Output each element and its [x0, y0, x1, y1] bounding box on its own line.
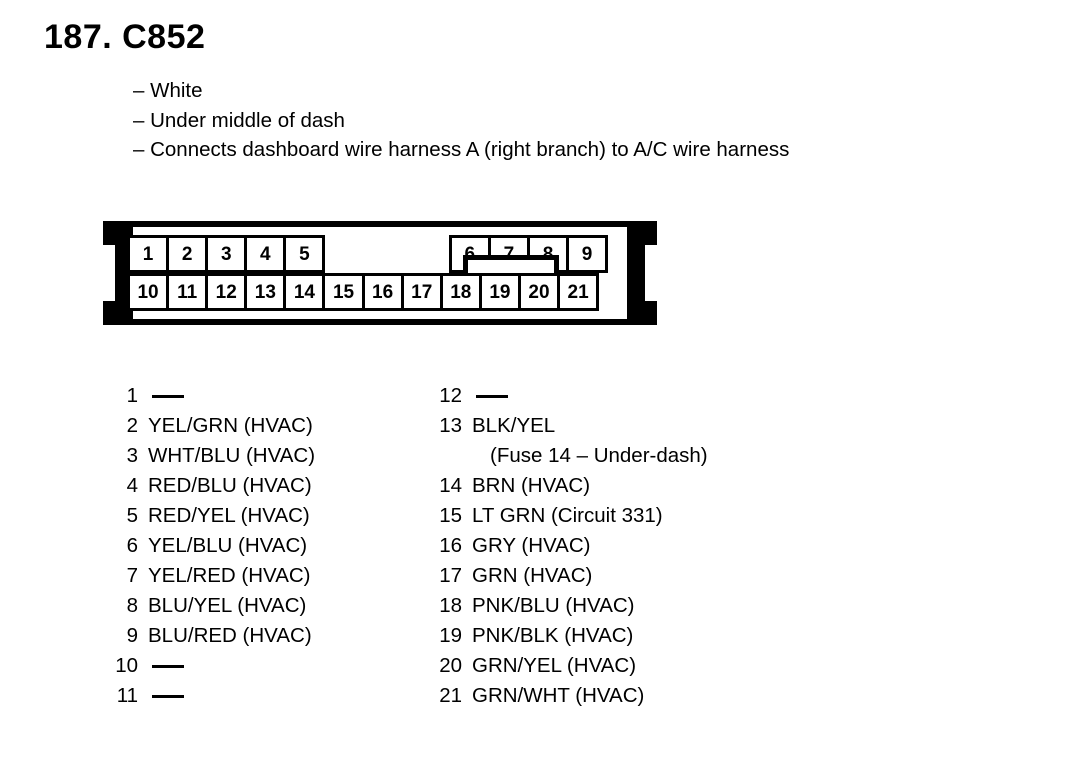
connector-diagram: 1 2 3 4 5 6 7 8 9 10 11 12 13 14 15 16 1…: [103, 221, 657, 325]
legend-row-pin-15: 15 LT GRN (Circuit 331): [432, 501, 708, 531]
legend-row-pin-4: 4 RED/BLU (HVAC): [108, 471, 315, 501]
pin-cell-9[interactable]: 9: [566, 235, 609, 273]
legend-pin-number: 19: [439, 624, 462, 647]
legend-pin-desc: BLU/YEL (HVAC): [148, 594, 307, 617]
legend-pin-number: 18: [439, 594, 462, 617]
connector-description-list: – White – Under middle of dash – Connect…: [133, 76, 789, 165]
description-line-connects: – Connects dashboard wire harness A (rig…: [133, 138, 790, 161]
legend-row-pin-8: 8 BLU/YEL (HVAC): [108, 591, 315, 621]
legend-row-pin-20: 20 GRN/YEL (HVAC): [432, 651, 708, 681]
pin-cell-14[interactable]: 14: [283, 273, 326, 311]
legend-pin-desc: GRN/YEL (HVAC): [472, 654, 637, 677]
legend-pin-desc: RED/YEL (HVAC): [148, 504, 310, 527]
legend-pin-number: 20: [439, 654, 462, 677]
pin-cell-17[interactable]: 17: [400, 273, 443, 311]
legend-row-pin-2: 2 YEL/GRN (HVAC): [108, 411, 315, 441]
pin-cell-3[interactable]: 3: [205, 235, 248, 273]
legend-blank-dash: [152, 394, 184, 398]
description-line-location: – Under middle of dash: [133, 108, 345, 132]
legend-pin-number: 16: [439, 534, 462, 557]
legend-pin-number: 8: [126, 594, 138, 617]
pin-legend-right-column: 12 13 BLK/YEL (Fuse 14 – Under-dash) 14 …: [432, 381, 708, 711]
legend-row-pin-9: 9 BLU/RED (HVAC): [108, 621, 315, 651]
pin-cell-12[interactable]: 12: [205, 273, 248, 311]
legend-pin-number: 7: [126, 564, 138, 587]
legend-pin-number: 15: [439, 504, 462, 527]
legend-row-pin-5: 5 RED/YEL (HVAC): [108, 501, 315, 531]
legend-pin-number: 12: [439, 384, 462, 407]
legend-pin-number: 2: [126, 414, 138, 437]
pin-cell-10[interactable]: 10: [127, 273, 170, 311]
legend-pin-desc: GRN (HVAC): [472, 564, 593, 587]
legend-row-pin-13: 13 BLK/YEL: [432, 411, 708, 441]
pin-cell-1[interactable]: 1: [127, 235, 170, 273]
legend-pin-number: 6: [126, 534, 138, 557]
description-line-color: – White: [133, 79, 203, 102]
legend-pin-desc: WHT/BLU (HVAC): [148, 444, 316, 467]
legend-pin-number: 13: [439, 414, 462, 437]
legend-row-pin-11: 11: [108, 681, 315, 711]
pin-cell-19[interactable]: 19: [478, 273, 521, 311]
legend-row-pin-3: 3 WHT/BLU (HVAC): [108, 441, 315, 471]
legend-row-pin-17: 17 GRN (HVAC): [432, 561, 708, 591]
pin-cell-20[interactable]: 20: [517, 273, 561, 311]
connector-ear-right-notch: [645, 245, 657, 301]
legend-pin-desc: PNK/BLK (HVAC): [472, 624, 634, 647]
pin-cell-11[interactable]: 11: [166, 273, 209, 311]
legend-row-pin-14: 14 BRN (HVAC): [432, 471, 708, 501]
connector-locking-tab: [463, 255, 559, 273]
legend-row-pin-7: 7 YEL/RED (HVAC): [108, 561, 315, 591]
legend-pin-desc: YEL/RED (HVAC): [148, 564, 311, 587]
legend-pin-number: 10: [115, 654, 138, 677]
connector-pin-row-bottom: 10 11 12 13 14 15 16 17 18 19 20 21: [127, 273, 600, 311]
legend-pin-desc: GRN/WHT (HVAC): [472, 684, 645, 707]
pin-cell-18[interactable]: 18: [439, 273, 482, 311]
pin-cell-6[interactable]: 6: [448, 235, 491, 273]
legend-pin-desc: YEL/GRN (HVAC): [148, 414, 313, 437]
legend-pin-13-continuation: (Fuse 14 – Under-dash): [490, 444, 708, 467]
legend-pin-desc: BRN (HVAC): [472, 474, 591, 497]
legend-pin-number: 4: [126, 474, 138, 497]
legend-pin-desc: RED/BLU (HVAC): [148, 474, 312, 497]
legend-blank-dash: [152, 694, 184, 698]
legend-row-pin-16: 16 GRY (HVAC): [432, 531, 708, 561]
legend-row-pin-1: 1: [108, 381, 315, 411]
legend-row-pin-18: 18 PNK/BLU (HVAC): [432, 591, 708, 621]
legend-pin-desc: YEL/BLU (HVAC): [148, 534, 308, 557]
connector-top-row-gap: [322, 235, 448, 273]
legend-row-pin-10: 10: [108, 651, 315, 681]
legend-row-pin-6: 6 YEL/BLU (HVAC): [108, 531, 315, 561]
legend-pin-number: 1: [126, 384, 138, 407]
pin-cell-2[interactable]: 2: [166, 235, 209, 273]
page-title: 187. C852: [44, 18, 206, 56]
legend-pin-number: 9: [126, 624, 138, 647]
legend-pin-number: 5: [126, 504, 138, 527]
legend-pin-desc: BLK/YEL: [472, 414, 556, 437]
legend-blank-dash: [152, 664, 184, 668]
legend-pin-desc: LT GRN (Circuit 331): [472, 504, 663, 527]
legend-pin-number: 14: [439, 474, 462, 497]
pin-legend-left-column: 1 2 YEL/GRN (HVAC) 3 WHT/BLU (HVAC) 4 RE…: [108, 381, 315, 711]
legend-pin-desc: GRY (HVAC): [472, 534, 591, 557]
legend-pin-desc: PNK/BLU (HVAC): [472, 594, 635, 617]
pin-cell-15[interactable]: 15: [322, 273, 365, 311]
legend-pin-number: 11: [116, 684, 138, 707]
legend-pin-desc: BLU/RED (HVAC): [148, 624, 312, 647]
pin-cell-13[interactable]: 13: [244, 273, 287, 311]
connector-ear-right: [627, 221, 657, 325]
pin-cell-21[interactable]: 21: [557, 273, 600, 311]
legend-row-pin-12: 12: [432, 381, 708, 411]
legend-pin-number: 21: [439, 684, 462, 707]
pin-cell-5[interactable]: 5: [283, 235, 326, 273]
pin-cell-4[interactable]: 4: [244, 235, 287, 273]
pin-cell-16[interactable]: 16: [361, 273, 404, 311]
legend-blank-dash: [476, 394, 508, 398]
connector-ear-left-notch: [103, 245, 115, 301]
legend-row-pin-21: 21 GRN/WHT (HVAC): [432, 681, 708, 711]
legend-row-pin-19: 19 PNK/BLK (HVAC): [432, 621, 708, 651]
legend-pin-number: 17: [439, 564, 462, 587]
legend-pin-number: 3: [126, 444, 138, 467]
